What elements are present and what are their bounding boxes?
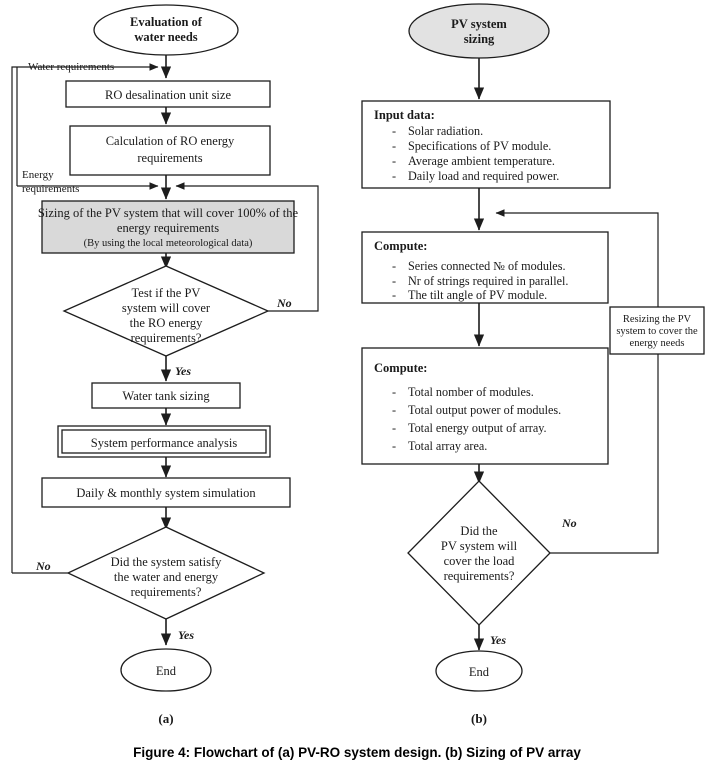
node-b-compute-1-heading: Compute:	[374, 239, 427, 253]
node-b-compute-2-dash-1: -	[392, 403, 396, 417]
node-a-sizing-pv-line2: energy requirements	[117, 221, 219, 235]
edge-label-a-pv-energy-no: No	[276, 296, 292, 310]
node-a-simulation-label: Daily & monthly system simulation	[76, 486, 256, 500]
node-a-end-label: End	[156, 664, 177, 678]
node-b-start-line1: PV system	[451, 17, 507, 31]
node-a-decision-satisfy-line2: the water and energy	[114, 570, 219, 584]
node-a-ro-unit: RO desalination unit size	[65, 80, 271, 108]
edge-label-energy-requirements-line1: Energy	[22, 169, 54, 181]
node-b-compute-2-item-2: Total energy output of array.	[408, 421, 547, 435]
node-b-input-data: Input data: - Solar radiation. - Specifi…	[361, 100, 611, 189]
node-b-resizing-line3: energy needs	[630, 338, 685, 349]
node-a-decision-pv-energy-line2: system will cover	[122, 301, 211, 315]
figure-caption: Figure 4: Flowchart of (a) PV-RO system …	[133, 745, 581, 760]
panel-b-group: PV system sizing Input data: - Solar rad…	[361, 3, 705, 726]
node-b-compute-2-dash-2: -	[392, 421, 396, 435]
panel-a-label: (a)	[158, 711, 173, 726]
node-b-compute-1-dash-1: -	[392, 274, 396, 288]
node-b-resizing: Resizing the PV system to cover the ener…	[609, 306, 705, 355]
edge-label-a-satisfy-yes: Yes	[178, 628, 194, 642]
node-a-decision-pv-energy-line1: Test if the PV	[132, 286, 201, 300]
node-b-start-line2: sizing	[464, 32, 495, 46]
node-b-decision-load-line2: PV system will	[441, 539, 518, 553]
edge-label-water-requirements: Water requirements	[28, 61, 114, 73]
node-b-start: PV system sizing	[408, 3, 550, 59]
node-b-decision-load: Did the PV system will cover the load re…	[407, 480, 551, 626]
node-b-input-data-dash-0: -	[392, 124, 396, 138]
node-a-sizing-pv-line1: Sizing of the PV system that will cover …	[38, 206, 299, 220]
node-b-input-data-heading: Input data:	[374, 108, 435, 122]
node-a-calc-energy-line2: requirements	[137, 151, 202, 165]
node-b-input-data-dash-2: -	[392, 154, 396, 168]
node-b-compute-1: Compute: - Series connected № of modules…	[361, 231, 609, 304]
edge-label-b-load-yes: Yes	[490, 633, 506, 647]
node-b-end-label: End	[469, 665, 490, 679]
node-a-sizing-pv: Sizing of the PV system that will cover …	[38, 200, 299, 254]
node-a-water-tank-label: Water tank sizing	[122, 389, 210, 403]
node-a-calc-energy: Calculation of RO energy requirements	[69, 125, 271, 176]
edge-energy-requirements-feedback	[16, 67, 159, 190]
node-b-resizing-line1: Resizing the PV	[623, 314, 692, 325]
node-b-input-data-dash-1: -	[392, 139, 396, 153]
node-a-start-line1: Evaluation of	[130, 15, 203, 29]
node-b-compute-2-dash-0: -	[392, 385, 396, 399]
node-b-input-data-item-2: Average ambient temperature.	[408, 154, 555, 168]
node-a-decision-satisfy-line3: requirements?	[131, 585, 202, 599]
node-a-end: End	[120, 648, 212, 692]
node-a-water-tank: Water tank sizing	[91, 382, 241, 409]
node-a-simulation: Daily & monthly system simulation	[41, 477, 291, 508]
node-b-compute-1-dash-0: -	[392, 259, 396, 273]
node-b-compute-1-item-0: Series connected № of modules.	[408, 259, 566, 273]
node-a-performance: System performance analysis	[57, 425, 271, 458]
node-a-start: Evaluation of water needs	[93, 4, 239, 56]
node-b-compute-1-item-1: Nr of strings required in parallel.	[408, 274, 568, 288]
edge-label-b-load-no: No	[561, 516, 577, 530]
edge-label-a-satisfy-no: No	[35, 559, 51, 573]
node-b-end: End	[435, 650, 523, 692]
node-a-decision-pv-energy: Test if the PV system will cover the RO …	[62, 265, 270, 357]
node-a-performance-label: System performance analysis	[91, 436, 238, 450]
edge-b-load-no-feedback	[495, 209, 659, 554]
node-b-compute-1-item-2: The tilt angle of PV module.	[408, 288, 547, 302]
node-a-decision-satisfy: Did the system satisfy the water and ene…	[66, 526, 266, 620]
node-a-calc-energy-line1: Calculation of RO energy	[106, 134, 235, 148]
node-b-compute-2-item-0: Total nomber of modules.	[408, 385, 534, 399]
panel-b-label: (b)	[471, 711, 487, 726]
node-a-ro-unit-label: RO desalination unit size	[105, 88, 231, 102]
node-a-sizing-pv-line3: (By using the local meteorological data)	[84, 238, 253, 249]
node-b-compute-2-heading: Compute:	[374, 361, 427, 375]
node-b-input-data-item-1: Specifications of PV module.	[408, 139, 551, 153]
node-b-input-data-item-0: Solar radiation.	[408, 124, 483, 138]
node-b-input-data-dash-3: -	[392, 169, 396, 183]
node-a-start-line2: water needs	[134, 30, 197, 44]
node-b-decision-load-line4: requirements?	[444, 569, 515, 583]
panel-a-group: Evaluation of water needs RO desalinatio…	[11, 4, 319, 726]
node-a-decision-pv-energy-line3: the RO energy	[130, 316, 203, 330]
node-a-decision-satisfy-line1: Did the system satisfy	[111, 555, 223, 569]
node-b-decision-load-line3: cover the load	[444, 554, 516, 568]
node-b-resizing-line2: system to cover the	[616, 326, 698, 337]
edge-label-energy-requirements-line2: requirements	[22, 183, 79, 195]
node-b-compute-2-dash-3: -	[392, 439, 396, 453]
node-b-decision-load-line1: Did the	[460, 524, 498, 538]
node-b-input-data-item-3: Daily load and required power.	[408, 169, 559, 183]
edge-pv-test-no-feedback	[175, 182, 319, 312]
node-b-compute-2-item-3: Total array area.	[408, 439, 487, 453]
edge-water-requirements-feedback	[11, 63, 159, 573]
node-b-compute-2-item-1: Total output power of modules.	[408, 403, 561, 417]
node-b-compute-2: Compute: - Total nomber of modules. - To…	[361, 347, 609, 465]
edge-label-a-pv-energy-yes: Yes	[175, 364, 191, 378]
node-a-decision-pv-energy-line4: requirements?	[131, 331, 202, 345]
node-b-compute-1-dash-2: -	[392, 288, 396, 302]
